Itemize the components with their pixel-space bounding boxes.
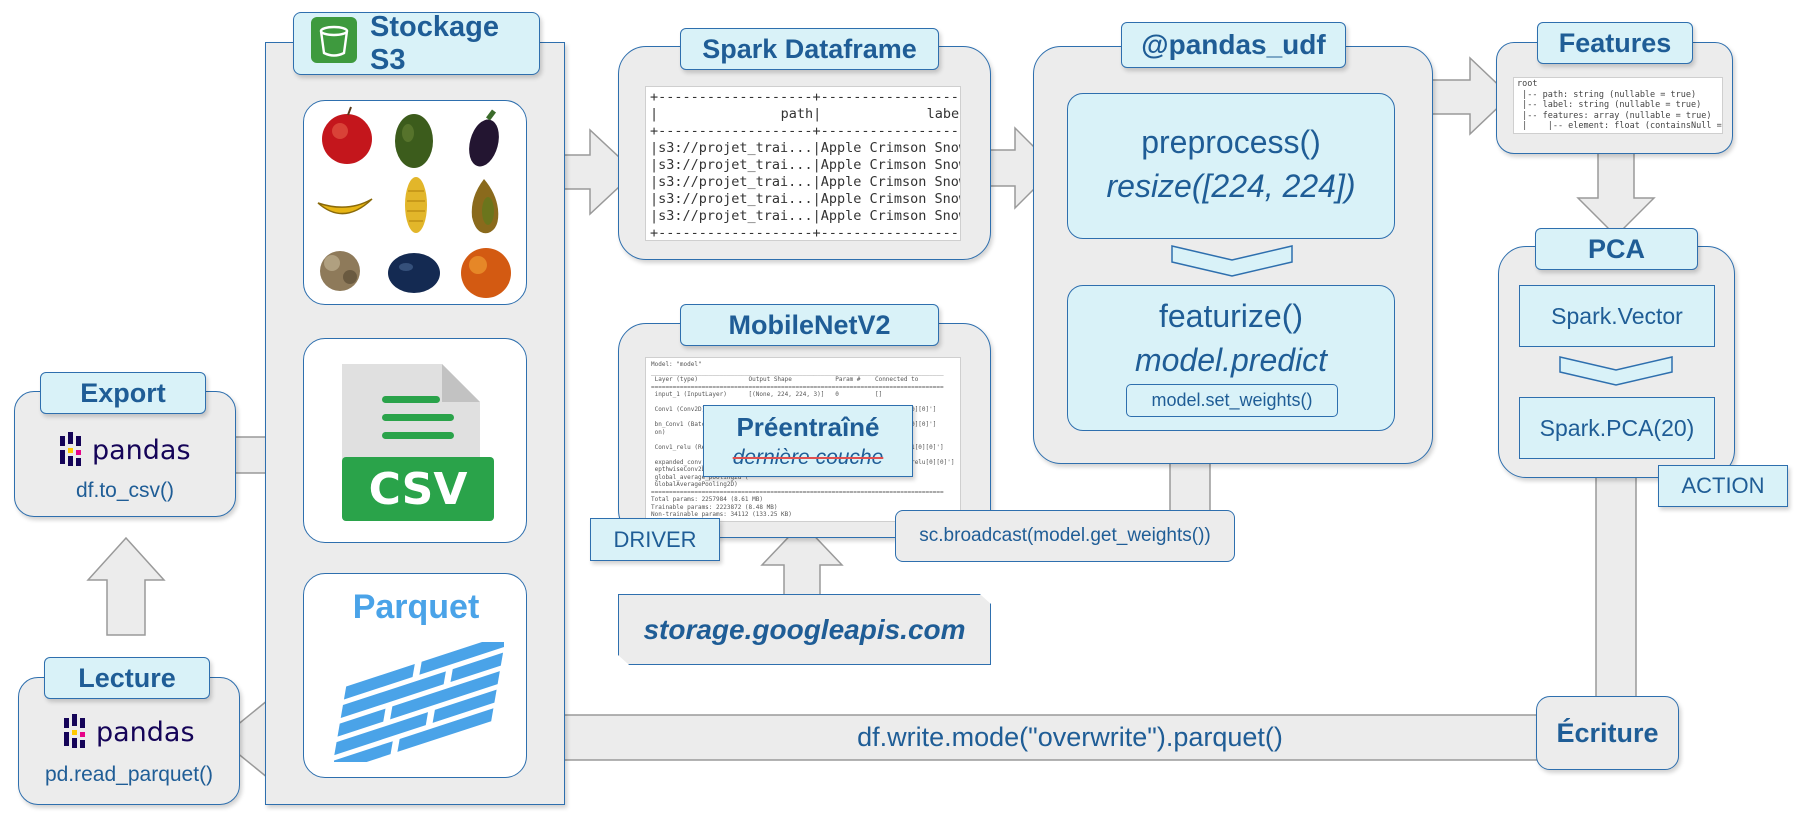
read-code: pd.read_parquet() [44,763,214,786]
pandas-logo-icon [60,432,81,466]
action-badge: ACTION [1658,465,1788,507]
column-header-path: path [780,106,814,122]
predict-label: model.predict [1134,342,1328,378]
parquet-logo-icon [334,642,504,762]
broadcast-box: sc.broadcast(model.get_weights()) [895,510,1235,562]
banana-image [317,198,373,215]
export-tab: Export [40,372,206,414]
s3-storage-tab: Stockage S3 [293,10,540,76]
last-layer-label: dernière couche [732,446,884,469]
preprocess-box: preprocess() resize([224, 224]) [1067,93,1395,239]
preprocess-label: preprocess() [1141,124,1321,160]
csv-file-box[interactable]: CSV [303,338,527,543]
table-border-top: +-------------------+------------------+ [650,89,961,105]
corn-image [405,177,427,233]
blueberry-image [388,253,440,293]
model-source-box[interactable]: storage.googleapis.com [618,594,991,665]
pretrained-box: Préentraîné dernière couche [703,405,913,477]
fruit-thumbnails [317,106,511,298]
dataframe-table: +-------------------+------------------+… [645,86,961,241]
chevron-down-icon [1171,245,1293,277]
table-row: |s3://projet_trai...|Apple Crimson Snow| [650,208,961,224]
table-border-mid: +-------------------+------------------+ [650,123,961,139]
table-header-row: |path|label| [650,106,960,123]
pca-tab: PCA [1535,228,1698,270]
s3-bucket-icon [310,16,358,72]
arrow-action-to-write [1595,469,1637,701]
summary-line: ________________________________________… [651,368,944,376]
chevron-down-icon [1559,356,1673,386]
summary-line: ========================================… [651,383,944,391]
csv-file-icon [342,364,494,521]
spark-pca-box: Spark.PCA(20) [1519,397,1715,459]
csv-label: CSV [368,463,468,515]
peach-image [461,248,511,298]
schema-line: |-- path: string (nullable = true) [1517,89,1697,100]
summary-line: global_average_pooling2d ( [651,473,749,481]
schema-line: root [1517,79,1538,89]
apple-image [322,106,372,164]
schema-line: |-- features: array (nullable = true) [1517,110,1712,121]
summary-line: Trainable params: 2223872 (8.48 MB) [651,503,778,511]
write-box: Écriture [1536,696,1679,770]
pandas-logo-text: pandas [96,716,195,748]
pandas-logo-text: pandas [92,434,191,466]
driver-badge: DRIVER [590,518,720,561]
table-row: |s3://projet_trai...|Apple Crimson Snow| [650,157,961,173]
summary-line: ========================================… [651,488,944,496]
table-row: |s3://projet_trai...|Apple Crimson Snow| [650,174,961,190]
dataframe-tab: Spark Dataframe [680,28,939,70]
pandas-logo-icon [64,714,85,748]
features-schema: root |-- path: string (nullable = true) … [1513,77,1723,134]
features-tab: Features [1537,22,1693,64]
resize-label: resize([224, 224]) [1106,168,1356,204]
table-border-bottom: +-------------------+------------------+ [650,225,961,241]
featurize-label: featurize() [1158,298,1304,334]
schema-line: |-- label: string (nullable = true) [1517,100,1702,110]
summary-line: Layer (type) Output Shape Param # Connec… [651,376,919,383]
mobilenet-tab: MobileNetV2 [680,304,939,346]
summary-line: Non-trainable params: 34112 (133.25 KB) [651,511,792,518]
read-tab: Lecture [44,657,210,699]
eggplant-image [469,109,499,167]
export-pandas-logo: pandas [58,430,208,470]
avocado-image [395,114,433,168]
arrow-features-to-pca [1576,144,1656,238]
pretrained-label: Préentraîné [736,412,880,442]
summary-line: GlobalAveragePooling2D) [651,481,738,488]
parquet-file-box[interactable]: Parquet [303,573,527,778]
summary-line: on) [651,428,666,436]
s3-storage-title: Stockage S3 [370,10,499,76]
table-row: |s3://projet_trai...|Apple Crimson Snow| [650,140,961,156]
summary-line: Total params: 2257984 (8.61 MB) [651,496,763,503]
table-row: |s3://projet_trai...|Apple Crimson Snow| [650,191,961,207]
arrow-read-to-export [86,536,166,636]
summary-line: Model: "model" [651,361,702,368]
column-header-label: label [926,106,960,122]
fruit-images-box[interactable] [303,100,527,305]
schema-line: | |-- element: float (containsNull = tru… [1522,121,1722,131]
summary-line: input_1 (InputLayer) [(None, 224, 224, 3… [651,391,883,398]
parquet-label: Parquet [352,588,480,626]
read-pandas-logo: pandas [62,712,212,752]
mushroom-image [320,251,360,291]
set-weights-box: model.set_weights() [1126,384,1338,417]
spark-vector-box: Spark.Vector [1519,285,1715,347]
export-code: df.to_csv() [75,479,175,502]
write-code-label: df.write.mode("overwrite").parquet() [857,721,1283,752]
pear-image [471,179,499,234]
summary-line: epthwiseConv2D) [651,466,709,473]
pandas-udf-tab: @pandas_udf [1121,22,1346,68]
featurize-box: featurize() model.predict [1067,285,1395,431]
